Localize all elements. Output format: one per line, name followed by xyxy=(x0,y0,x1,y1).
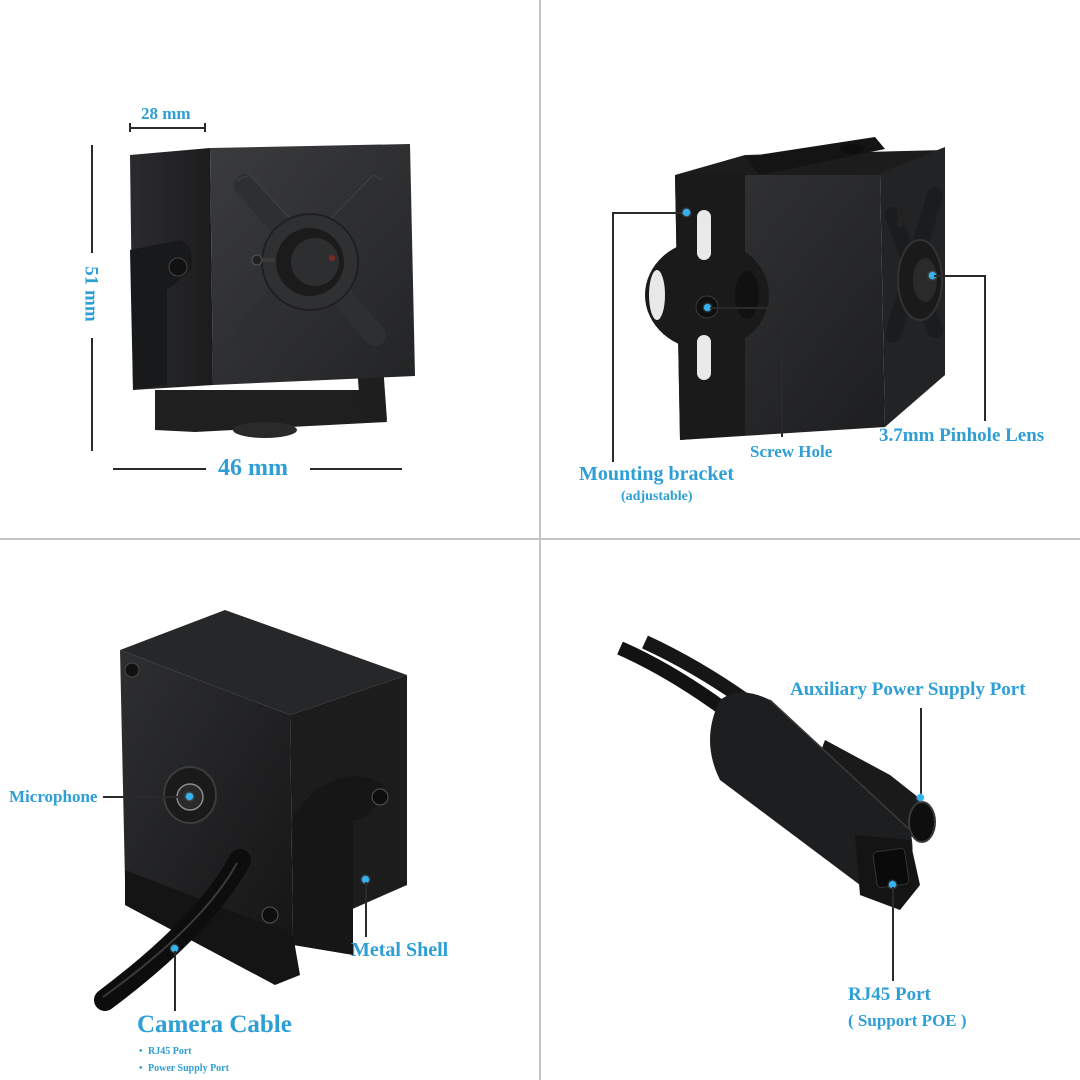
camera-cable-label: Camera Cable xyxy=(137,1011,292,1038)
rj45-note: ( Support POE ) xyxy=(848,1011,967,1030)
width-dimension-label: 28 mm xyxy=(141,104,191,123)
rj45-marker xyxy=(889,881,896,888)
screw-hole-leader-h xyxy=(710,307,782,309)
cable-connector-image xyxy=(617,635,936,910)
camera-cable-marker xyxy=(171,945,178,952)
mounting-bracket-leader-h xyxy=(612,212,687,214)
microphone-marker xyxy=(186,793,193,800)
rj45-label: RJ45 Port xyxy=(848,984,931,1005)
mounting-bracket-marker xyxy=(683,209,690,216)
mounting-bracket-note: (adjustable) xyxy=(621,489,693,504)
mounting-bracket-label: Mounting bracket xyxy=(579,463,734,485)
bullet-icon: • xyxy=(139,1063,143,1074)
metal-shell-marker xyxy=(362,876,369,883)
camera-cable-leader xyxy=(174,951,176,1011)
microphone-label: Microphone xyxy=(9,787,98,806)
depth-dimension-line-left xyxy=(113,468,206,470)
camera-rear-image xyxy=(645,137,945,440)
camera-side-image xyxy=(94,610,407,1011)
depth-dimension-line-right xyxy=(310,468,402,470)
screw-hole-marker xyxy=(704,304,711,311)
pinhole-lens-marker xyxy=(929,272,936,279)
vertical-divider xyxy=(539,0,541,1080)
screw-hole-label: Screw Hole xyxy=(750,442,833,461)
cable-feature-item: • Power Supply Port xyxy=(139,1063,229,1074)
metal-shell-label: Metal Shell xyxy=(351,939,449,961)
mounting-bracket-leader-v xyxy=(612,212,614,462)
pinhole-lens-leader-h xyxy=(934,275,985,277)
cable-feature-item: • RJ45 Port xyxy=(139,1046,192,1057)
width-dimension-line xyxy=(129,127,206,129)
aux-power-label: Auxiliary Power Supply Port xyxy=(790,679,1026,700)
depth-dimension-label: 46 mm xyxy=(218,455,288,481)
microphone-leader xyxy=(103,796,189,798)
horizontal-divider xyxy=(0,538,1080,540)
metal-shell-leader xyxy=(365,882,367,937)
height-dimension-label: 51 mm xyxy=(80,266,102,322)
rj45-leader xyxy=(892,887,894,981)
aux-power-marker xyxy=(917,794,924,801)
camera-front-image xyxy=(130,144,415,438)
width-dimension-tick-right xyxy=(204,123,206,132)
height-dimension-line-bottom xyxy=(91,338,93,451)
screw-hole-leader-v xyxy=(781,307,783,437)
bullet-icon: • xyxy=(139,1046,143,1057)
width-dimension-tick-left xyxy=(129,123,131,132)
height-dimension-line-top xyxy=(91,145,93,253)
pinhole-lens-label: 3.7mm Pinhole Lens xyxy=(879,425,1045,446)
aux-power-leader xyxy=(920,708,922,796)
pinhole-lens-leader-v xyxy=(984,275,986,421)
